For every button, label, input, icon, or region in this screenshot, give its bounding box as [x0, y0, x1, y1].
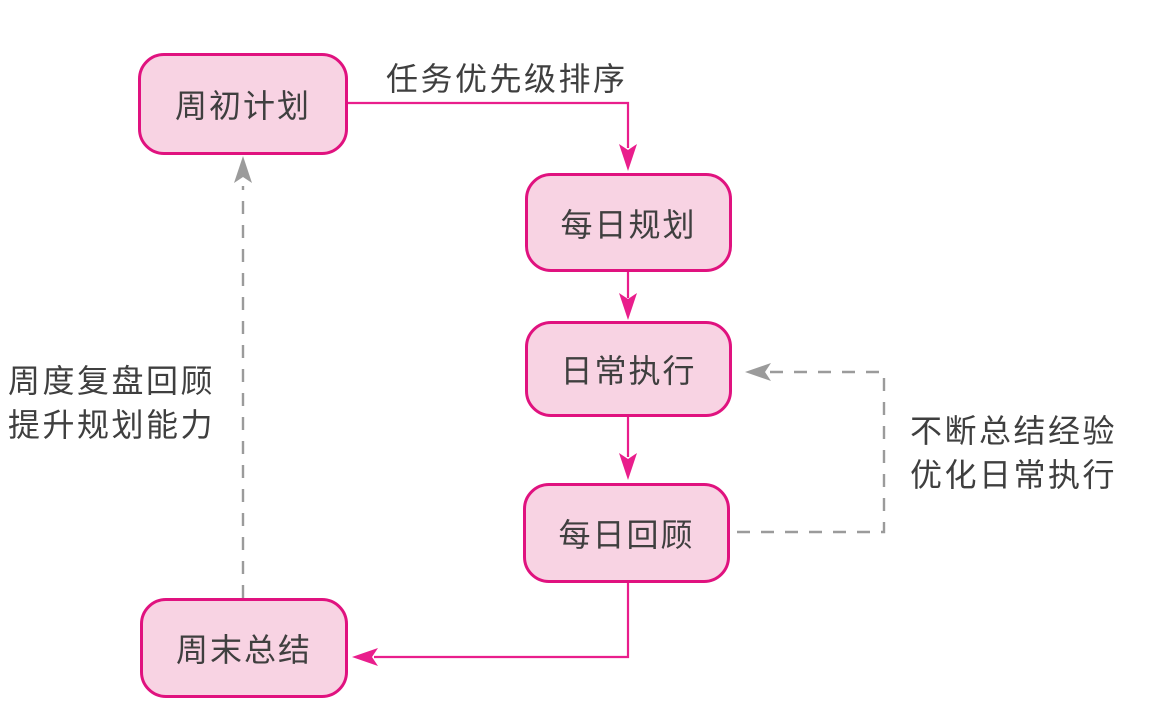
- edge-label-continuous-improvement: 不断总结经验 优化日常执行: [910, 409, 1117, 497]
- edge-dailyreview-to-dailyexec-dashed-line: [737, 370, 886, 534]
- arrowhead-left-weekendsum-icon: [352, 648, 378, 666]
- node-weekend-summary: 周末总结: [140, 598, 348, 698]
- edge-dailyreview-to-weekendsum-line: [374, 583, 630, 659]
- node-daily-planning: 每日规划: [525, 173, 732, 272]
- node-daily-review: 每日回顾: [523, 483, 730, 583]
- node-label: 日常执行: [560, 353, 697, 389]
- arrowhead-down-dailyreview-icon: [619, 453, 637, 480]
- arrowhead-down-dailyexec-icon: [619, 293, 637, 320]
- arrowhead-up-weekstart-icon: [234, 156, 252, 183]
- node-label: 周末总结: [175, 632, 312, 668]
- node-week-start-plan: 周初计划: [138, 53, 348, 155]
- arrowhead-left-dailyexec-icon: [745, 363, 771, 381]
- edge-weekstart-to-dailyplan-line: [348, 101, 630, 148]
- edge-label-line: 提升规划能力: [8, 407, 216, 443]
- edge-label-line: 不断总结经验: [910, 413, 1118, 449]
- node-label: 每日回顾: [558, 517, 695, 553]
- edge-label-weekly-review: 周度复盘回顾 提升规划能力: [8, 359, 215, 447]
- node-label: 每日规划: [560, 206, 697, 243]
- node-daily-execution: 日常执行: [525, 321, 732, 417]
- edge-label-line: 周度复盘回顾: [8, 363, 216, 399]
- edge-label-line: 优化日常执行: [910, 457, 1118, 493]
- arrowhead-down-dailyplan-icon: [619, 144, 637, 171]
- edge-label-task-priority: 任务优先级排序: [386, 61, 628, 97]
- node-label: 周初计划: [174, 88, 311, 124]
